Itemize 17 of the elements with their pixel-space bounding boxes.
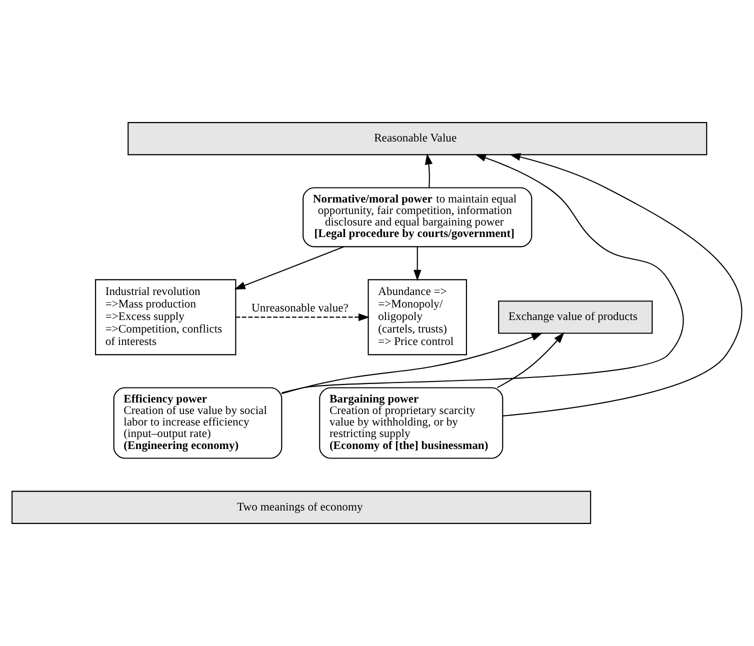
arrow bbox=[236, 313, 370, 322]
node-box: Reasonable Value bbox=[128, 122, 708, 156]
arrow bbox=[282, 154, 684, 394]
node-box: Abundance => =>Monopoly/ oligopoly (cartels, trusts) => Price control bbox=[368, 279, 468, 356]
node-box: Efficiency power Creation of use value by social labor to increase efficiency (input–output rate) (Engineering economy) bbox=[113, 387, 282, 459]
arrow bbox=[424, 153, 433, 188]
arrow bbox=[282, 332, 543, 394]
arrow bbox=[234, 246, 344, 290]
node-box: Industrial revolution =>Mass production =>Excess supply =>Competition, conflicts of interests bbox=[95, 279, 236, 356]
node-box: Normative/moral power to maintain equal opportunity, fair competition, information disclosure and equal bargaining power [Legal procedure by courts/government] bbox=[302, 187, 532, 248]
node-box: Two meanings of economy bbox=[12, 490, 592, 524]
arrow bbox=[496, 332, 564, 388]
arrow bbox=[414, 246, 422, 281]
node-box: Bargaining power Creation of proprietary scarcity value by withholding, or by restricting supply (Economy of [the] businessman) bbox=[319, 387, 504, 459]
edge-label: Unreasonable value? bbox=[252, 301, 348, 314]
arrow bbox=[502, 153, 742, 416]
node-box: Exchange value of products bbox=[498, 300, 653, 334]
